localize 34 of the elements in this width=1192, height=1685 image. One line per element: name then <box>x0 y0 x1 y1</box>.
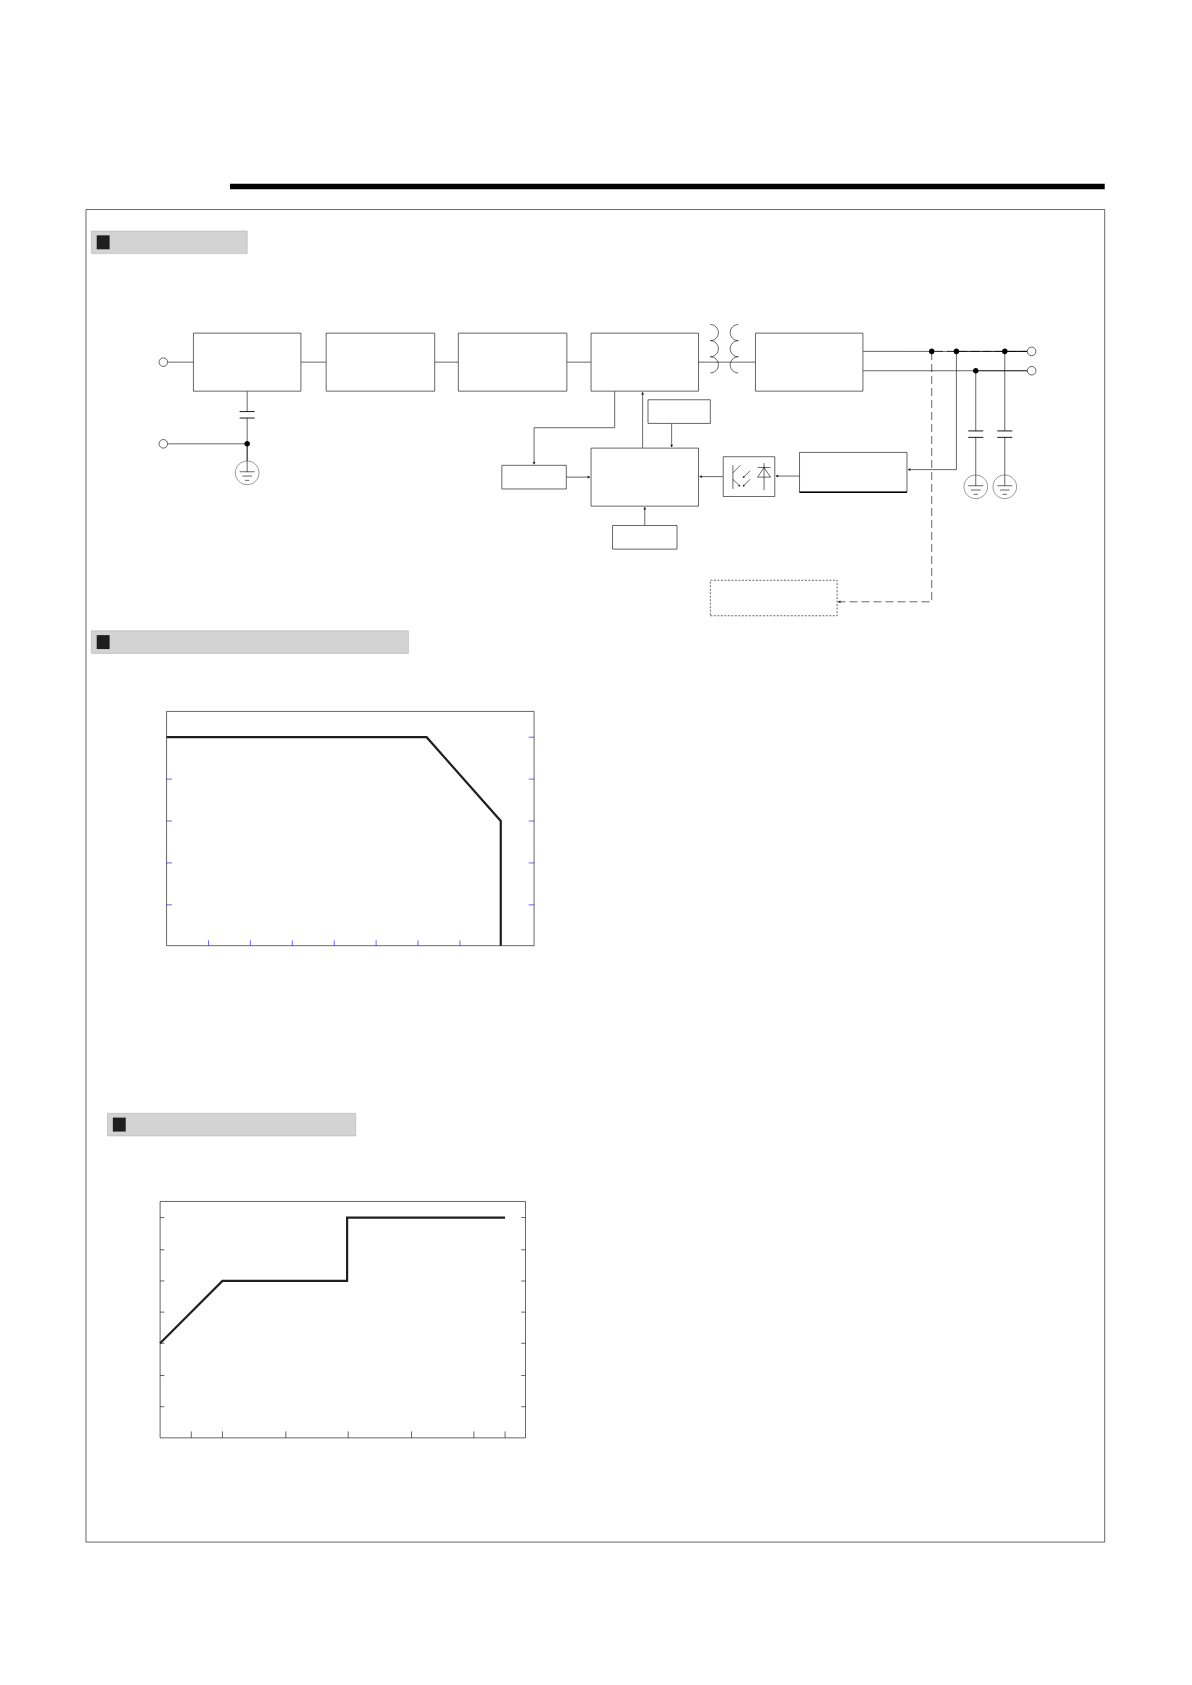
block-box <box>755 332 864 392</box>
connector-line <box>167 443 248 462</box>
connector-line <box>698 361 756 363</box>
arrow <box>533 391 616 465</box>
input-terminal <box>158 439 169 449</box>
block-box <box>325 332 436 392</box>
block-box <box>501 465 567 490</box>
output-terminal <box>1027 346 1037 356</box>
block-box <box>590 332 699 392</box>
arrow <box>775 474 800 478</box>
block-box <box>798 452 908 493</box>
arrow <box>670 423 673 448</box>
connector-line <box>167 361 194 363</box>
optocoupler-symbol <box>723 456 776 497</box>
connector-line <box>1004 351 1028 476</box>
block-box <box>647 399 711 424</box>
block-box <box>458 332 568 392</box>
dashed-box <box>710 580 838 617</box>
ground-symbol <box>963 474 988 499</box>
connector-line <box>434 361 459 363</box>
ground-symbol <box>235 460 260 485</box>
output-terminal <box>1027 366 1037 376</box>
connector-line <box>567 361 592 363</box>
connector-line <box>301 361 327 363</box>
block-box <box>193 332 302 392</box>
input-terminal <box>158 357 169 367</box>
connector-line <box>975 370 1028 476</box>
arrow <box>643 507 647 526</box>
arrow <box>566 476 591 479</box>
ground-symbol <box>992 474 1017 499</box>
arrow <box>699 475 724 478</box>
block-box <box>590 447 699 507</box>
block-box <box>612 525 678 550</box>
arrow <box>641 392 644 449</box>
